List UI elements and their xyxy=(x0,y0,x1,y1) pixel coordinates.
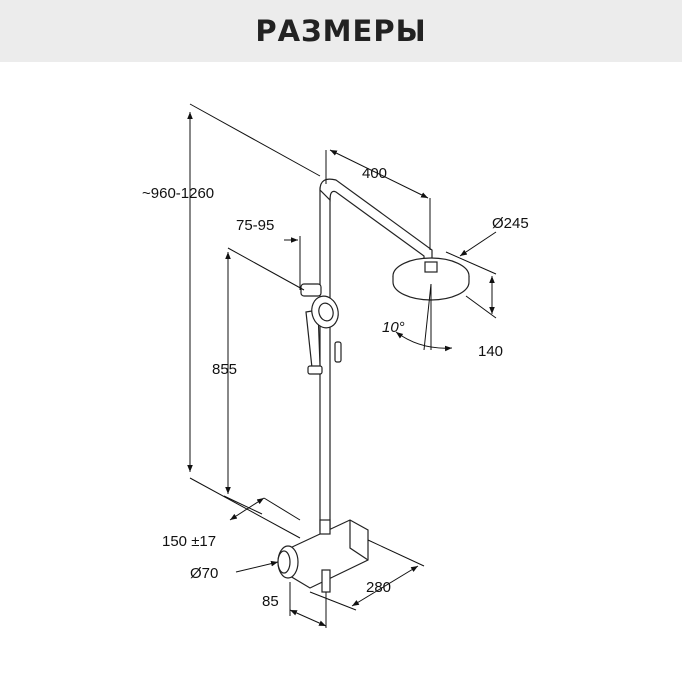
label-head-diameter: Ø245 xyxy=(492,215,529,232)
dim-rail-spacing xyxy=(227,236,305,291)
label-rail-spacing: 75-95 xyxy=(236,217,274,234)
rail-connector xyxy=(319,519,331,535)
holder-base xyxy=(307,365,323,375)
dim-arm-length xyxy=(325,149,431,250)
dim-mixer-length xyxy=(309,539,425,611)
hand-shower xyxy=(300,283,342,375)
label-mixer-length: 280 xyxy=(366,579,391,596)
dim-mixer-diameter-leader xyxy=(235,560,279,573)
label-slider-height: 855 xyxy=(212,361,237,378)
holder-knob xyxy=(334,341,342,363)
label-wall-offset: 85 xyxy=(262,593,279,610)
label-mixer-diameter: Ø70 xyxy=(190,565,218,582)
dim-center-distance xyxy=(229,497,301,521)
outlet-pipe xyxy=(321,569,331,593)
label-total-height: ~960-1260 xyxy=(142,185,214,202)
dim-slider-height xyxy=(223,252,263,515)
dim-tilt-angle xyxy=(395,283,453,352)
dim-head-height xyxy=(445,251,497,319)
dim-total-height xyxy=(187,103,321,539)
vertical-rail xyxy=(319,187,331,531)
label-center-distance: 150 ±17 xyxy=(162,533,216,550)
label-arm-length: 400 xyxy=(362,165,387,182)
dim-head-diameter-leader xyxy=(459,231,497,257)
thermostat-mixer xyxy=(277,519,369,593)
label-tilt-angle: 10° xyxy=(382,319,405,336)
section-title: РАЗМЕРЫ xyxy=(255,14,427,48)
slider-clamp xyxy=(300,283,322,297)
section-header: РАЗМЕРЫ xyxy=(0,0,682,62)
label-head-height: 140 xyxy=(478,343,503,360)
dim-wall-offset xyxy=(289,582,327,628)
